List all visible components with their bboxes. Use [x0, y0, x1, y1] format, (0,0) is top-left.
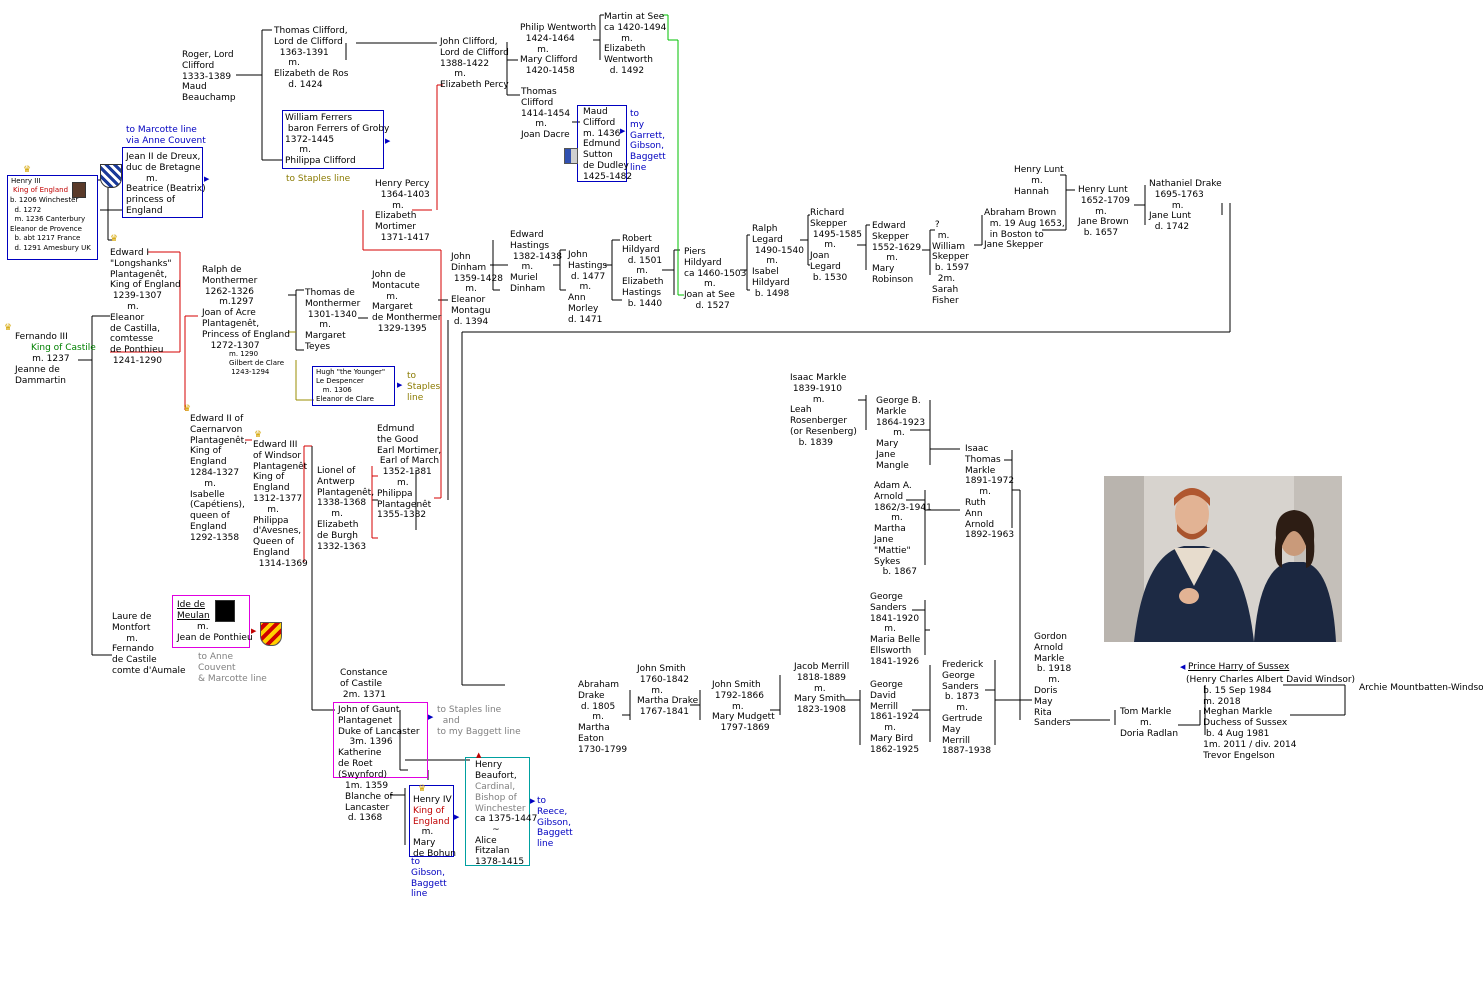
person-nathaniel-drake: Nathaniel Drake 1695-1763 m. Jane Lunt d… — [1149, 179, 1222, 233]
link-staples-line-2[interactable]: to Staples line — [407, 371, 441, 403]
person-laure-de-montfort: Laure de Montfort m. Fernando de Castile… — [112, 612, 186, 676]
arrow-up-icon[interactable]: ▲ — [476, 751, 482, 759]
person-john-hastings: John Hastings d. 1477 m. Ann Morley d. 1… — [568, 250, 608, 325]
person-henry-iv-name: Henry IV — [413, 795, 452, 805]
person-henry-iii-title: King of England — [13, 186, 69, 194]
person-prince-harry-details: (Henry Charles Albert David Windsor) b. … — [1186, 675, 1356, 761]
person-edward-hastings: Edward Hastings 1382-1438 m. Muriel Dinh… — [510, 230, 562, 294]
arrow-right-icon[interactable]: ▶ — [251, 627, 257, 635]
person-tom-markle: Tom Markle m. Doria Radlan — [1120, 707, 1179, 739]
person-fernando-iii-name: Fernando III — [15, 332, 68, 342]
person-john-of-gaunt: John of Gaunt Plantagenet Duke of Lancas… — [338, 705, 420, 780]
person-prince-harry[interactable]: Prince Harry of Sussex — [1188, 662, 1290, 672]
arrow-right-icon[interactable]: ▶ — [454, 813, 460, 821]
coat-of-arms-icon — [100, 164, 122, 188]
crown-icon: ♛ — [183, 404, 192, 414]
person-thomas-de-monthermer: Thomas de Monthermer 1301-1340 m. Margar… — [305, 288, 361, 352]
person-adam-arnold: Adam A. Arnold 1862/3-1941 m. Martha Jan… — [874, 481, 932, 578]
person-fernando-iii-title: King of Castile — [31, 343, 96, 353]
crown-icon: ♛ — [418, 784, 427, 794]
person-thomas-clifford-ii: Thomas Clifford 1414-1454 m. Joan Dacre — [521, 87, 571, 141]
person-henry-iv-details: m. Mary de Bohun — [413, 827, 456, 859]
person-ralph-legard: Ralph Legard 1490-1540 m. Isabel Hildyar… — [752, 224, 804, 299]
person-edward-ii: Edward II of Caernarvon Plantagenêt, Kin… — [190, 414, 248, 543]
person-archie: Archie Mountbatten-Windsor — [1359, 683, 1483, 693]
person-henry-iii-name: Henry III — [11, 177, 41, 185]
link-anne-couvent[interactable]: to Anne Couvent & Marcotte line — [198, 652, 267, 684]
person-edward-skepper: Edward Skepper 1552-1629 m. Mary Robinso… — [872, 221, 922, 285]
portrait-icon — [72, 182, 86, 198]
person-thomas-clifford: Thomas Clifford, Lord de Clifford 1363-1… — [274, 26, 349, 90]
person-john-smith-i: John Smith 1760-1842 m. Martha Drake 176… — [637, 664, 699, 718]
arrow-right-icon[interactable]: ▶ — [385, 137, 391, 145]
person-jean-de-dreux: Jean II de Dreux, duc de Bretagne m. Bea… — [126, 152, 206, 216]
person-fernando-iii-details: m. 1237 Jeanne de Dammartin — [15, 354, 70, 386]
person-maud-clifford: Maud Clifford m. 1436 Edmund Sutton de D… — [583, 107, 633, 182]
person-henry-iii-details: b. 1206 Winchester d. 1272 m. 1236 Cante… — [10, 196, 91, 252]
person-henry-lunt-ii: Henry Lunt 1652-1709 m. Jane Brown b. 16… — [1078, 185, 1130, 239]
person-jean-de-ponthieu: m. Jean de Ponthieu — [177, 622, 253, 643]
person-george-markle: George B. Markle 1864-1923 m. Mary Jane … — [876, 396, 926, 471]
person-gilbert-de-clare: m. 1290 Gilbert de Clare 1243-1294 — [229, 350, 285, 376]
link-garrett-gibson-baggett[interactable]: to my Garrett, Gibson, Baggett line — [630, 109, 666, 173]
arrow-right-icon[interactable]: ▶ — [428, 713, 434, 721]
person-lionel-of-antwerp: Lionel of Antwerp Plantagenêt, 1338-1368… — [317, 466, 375, 552]
coat-of-arms-icon — [564, 148, 578, 164]
person-henry-beaufort-details: ca 1375-1447 ~ Alice Fitzalan 1378-1415 — [475, 814, 538, 868]
person-ralph-de-monthermer: Ralph de Monthermer 1262-1326 m.1297 Joa… — [202, 265, 290, 351]
person-edward-i: Edward I "Longshanks" Plantagenêt, King … — [110, 248, 181, 366]
person-john-clifford: John Clifford, Lord de Clifford 1388-142… — [440, 37, 509, 91]
link-marcotte-line[interactable]: to Marcotte line via Anne Couvent — [126, 125, 206, 146]
person-abraham-brown: Abraham Brown m. 19 Aug 1653, in Boston … — [984, 208, 1065, 251]
link-reece-gibson-baggett[interactable]: to Reece, Gibson, Baggett line — [537, 796, 573, 850]
person-isaac-markle-ii: Isaac Thomas Markle 1891-1972 m. Ruth An… — [965, 444, 1015, 541]
link-staples-baggett[interactable]: to Staples line and to my Baggett line — [437, 705, 521, 737]
arrow-right-icon[interactable]: ▶ — [530, 797, 536, 805]
person-richard-skepper: Richard Skepper 1495-1585 m. Joan Legard… — [810, 208, 862, 283]
person-henry-beaufort-title: Cardinal, Bishop of Winchester — [475, 782, 526, 814]
crown-icon: ♛ — [254, 430, 263, 440]
crown-icon: ♛ — [23, 165, 32, 175]
person-henry-iv-title: King of England — [413, 806, 450, 827]
person-george-david-merrill: George David Merrill 1861-1924 m. Mary B… — [870, 680, 920, 755]
person-john-de-montacute: John de Montacute m. Margaret de Monther… — [372, 270, 442, 334]
person-martin-at-see: Martin at See ca 1420-1494 m. Elizabeth … — [604, 12, 667, 76]
arrow-right-icon[interactable]: ▶ — [397, 381, 403, 389]
person-isaac-markle-i: Isaac Markle 1839-1910 m. Leah Rosenberg… — [790, 373, 857, 448]
person-ide-de-meulan: Ide de Meulan — [177, 600, 210, 621]
person-edmund-mortimer: Edmund the Good Earl Mortimer, Earl of M… — [377, 424, 442, 521]
arrow-left-icon[interactable]: ◀ — [1180, 663, 1186, 671]
arrow-right-icon[interactable]: ▶ — [204, 175, 210, 183]
crown-icon: ♛ — [110, 234, 119, 244]
person-george-sanders: George Sanders 1841-1920 m. Maria Belle … — [870, 592, 921, 667]
person-john-smith-ii: John Smith 1792-1866 m. Mary Mudgett 179… — [712, 680, 775, 734]
person-edward-iii: Edward III of Windsor Plantagenêt King o… — [253, 440, 308, 569]
person-blanche-of-lancaster: 1m. 1359 Blanche of Lancaster d. 1368 — [345, 781, 393, 824]
person-william-ferrers: William Ferrers baron Ferrers of Groby 1… — [285, 113, 390, 167]
person-philip-wentworth: Philip Wentworth 1424-1464 m. Mary Cliff… — [520, 23, 597, 77]
person-john-dinham: John Dinham 1359-1428 m. Eleanor Montagu… — [451, 252, 503, 327]
person-jacob-merrill: Jacob Merrill 1818-1889 m. Mary Smith 18… — [794, 662, 850, 716]
person-piers-hildyard: Piers Hildyard ca 1460-1503 m. Joan at S… — [684, 247, 747, 311]
person-frederick-sanders: Frederick George Sanders b. 1873 m. Gert… — [942, 660, 992, 757]
arrow-right-icon[interactable]: ▶ — [620, 127, 626, 135]
person-gordon-markle: Gordon Arnold Markle b. 1918 m. Doris Ma… — [1034, 632, 1072, 729]
person-abraham-drake: Abraham Drake d. 1805 m. Martha Eaton 17… — [578, 680, 628, 755]
person-henry-beaufort-name: Henry Beaufort, — [475, 760, 517, 781]
person-henry-lunt-i: Henry Lunt m. Hannah — [1014, 165, 1064, 197]
link-staples-line[interactable]: to Staples line — [286, 174, 351, 184]
couple-photo — [1104, 476, 1342, 642]
person-roger-clifford: Roger, Lord Clifford 1333-1389 Maud Beau… — [182, 50, 236, 104]
person-william-skepper: ? m. William Skepper b. 1597 2m. Sarah F… — [932, 220, 970, 306]
crown-icon: ♛ — [4, 323, 13, 333]
coat-of-arms-icon — [215, 600, 235, 622]
coat-of-arms-icon — [260, 622, 282, 646]
person-robert-hildyard: Robert Hildyard d. 1501 m. Elizabeth Has… — [622, 234, 664, 309]
person-hugh-despencer: Hugh "the Younger" Le Despencer m. 1306 … — [316, 368, 386, 403]
link-gibson-baggett[interactable]: to Gibson, Baggett line — [411, 857, 447, 900]
person-constance-of-castile: Constance of Castile 2m. 1371 — [340, 668, 388, 700]
person-henry-percy: Henry Percy 1364-1403 m. Elizabeth Morti… — [375, 179, 430, 243]
